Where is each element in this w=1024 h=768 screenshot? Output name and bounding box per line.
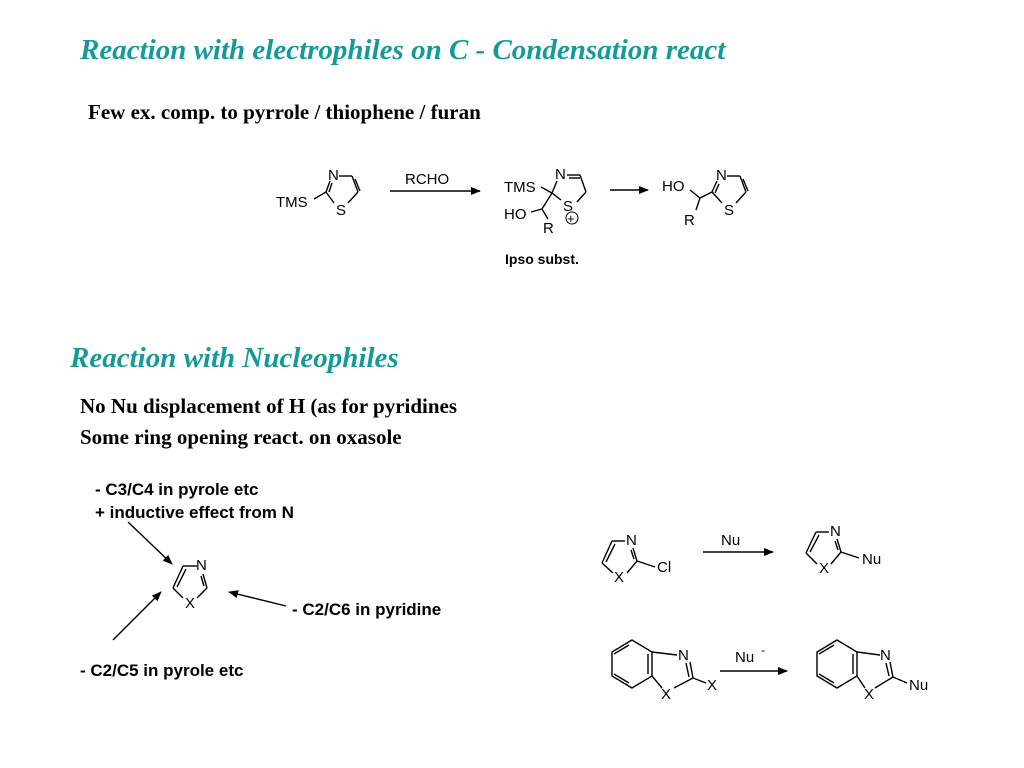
scheme-benzazole-substitution: N X X Nu - N X Nu <box>611 639 928 703</box>
reactivity-diagram: - C3/C4 in pyrole etc + inductive effect… <box>80 480 441 680</box>
hydroxyalkyl-thiazole-product: HO R N S <box>662 167 749 229</box>
hydroxy-label: HO <box>662 178 685 195</box>
chlorine-label: Cl <box>657 559 671 576</box>
nitrogen-label: N <box>716 167 727 184</box>
hydroxy-label: HO <box>504 206 527 223</box>
nitrogen-label: N <box>328 167 339 184</box>
scheme-chloroazole-substitution: N X Cl Nu N X Nu <box>601 523 881 586</box>
heteroatom-x-label: X <box>614 569 624 586</box>
thiazolium-intermediate: TMS N S HO R + <box>504 166 587 237</box>
tms-label: TMS <box>504 179 536 196</box>
c2c6-label: - C2/C6 in pyridine <box>292 600 441 619</box>
sulfur-label: S <box>563 198 573 215</box>
arrow-c3c4-attack <box>127 521 173 565</box>
nitrogen-label: N <box>880 647 891 664</box>
nucleophile-label: Nu <box>909 677 928 694</box>
nitrogen-label: N <box>626 532 637 549</box>
nucleophile-label: Nu <box>862 551 881 568</box>
nu-azole-product: N X Nu <box>805 523 881 577</box>
r-group-label: R <box>543 220 554 237</box>
chloroazole-molecule: N X Cl <box>601 532 671 586</box>
arrow-c2c5-attack <box>112 591 162 641</box>
tms-thiazole-molecule: TMS N S <box>276 167 361 219</box>
azole-ring: N X <box>172 557 208 612</box>
nitrogen-label: N <box>678 647 689 664</box>
title-nucleophiles: Reaction with Nucleophiles <box>70 342 399 374</box>
negative-charge-label: - <box>761 643 765 657</box>
reagent-label: RCHO <box>405 171 449 188</box>
nitrogen-label: N <box>196 557 207 574</box>
r-group-label: R <box>684 212 695 229</box>
benzazole-reactant: N X X <box>611 639 717 703</box>
c2c5-label: - C2/C5 in pyrole etc <box>80 661 243 680</box>
heteroatom-x-label: X <box>819 560 829 577</box>
sulfur-label: S <box>336 202 346 219</box>
heteroatom-x-label: X <box>661 686 671 703</box>
ipso-substitution-caption: Ipso subst. <box>505 251 579 267</box>
sulfur-label: S <box>724 202 734 219</box>
nitrogen-label: N <box>555 166 566 183</box>
text-ring-opening: Some ring opening react. on oxasole <box>80 425 402 449</box>
title-electrophiles: Reaction with electrophiles on C - Conde… <box>80 34 726 66</box>
nucleophile-label: Nu <box>735 649 754 666</box>
inductive-effect-label: + inductive effect from N <box>95 503 294 522</box>
nucleophile-label: Nu <box>721 532 740 549</box>
arrow-c2c6-attack <box>228 590 287 607</box>
subtitle-comparison: Few ex. comp. to pyrrole / thiophene / f… <box>88 100 481 124</box>
nu-benzazole-product: N X Nu <box>816 639 928 703</box>
c3c4-label: - C3/C4 in pyrole etc <box>95 480 258 499</box>
leaving-group-x-label: X <box>707 677 717 694</box>
positive-charge-label: + <box>567 211 575 226</box>
scheme-ipso-substitution: TMS N S RCHO TMS N S HO R + <box>276 166 749 267</box>
heteroatom-x-label: X <box>864 686 874 703</box>
tms-label: TMS <box>276 194 308 211</box>
heteroatom-x-label: X <box>185 595 195 612</box>
text-no-nu-displacement: No Nu displacement of H (as for pyridine… <box>80 394 458 418</box>
nitrogen-label: N <box>830 523 841 540</box>
